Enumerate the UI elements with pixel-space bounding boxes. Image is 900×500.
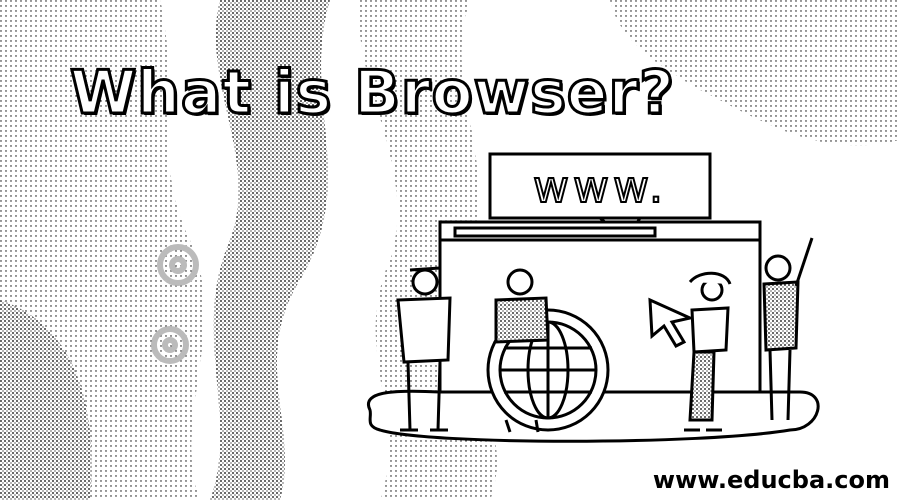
cursor-arrow-icon [648, 297, 695, 348]
person-right [684, 271, 732, 432]
person-middle [494, 268, 550, 433]
www-bubble-label: www. [532, 161, 667, 214]
person-left [396, 266, 452, 432]
person-far-right [762, 237, 814, 421]
gear-icon [151, 326, 189, 364]
gear-icon [157, 244, 199, 286]
globe-icon [486, 308, 610, 432]
watermark: www.educba.com [652, 466, 890, 494]
page-title: What is Browser? [69, 57, 676, 130]
